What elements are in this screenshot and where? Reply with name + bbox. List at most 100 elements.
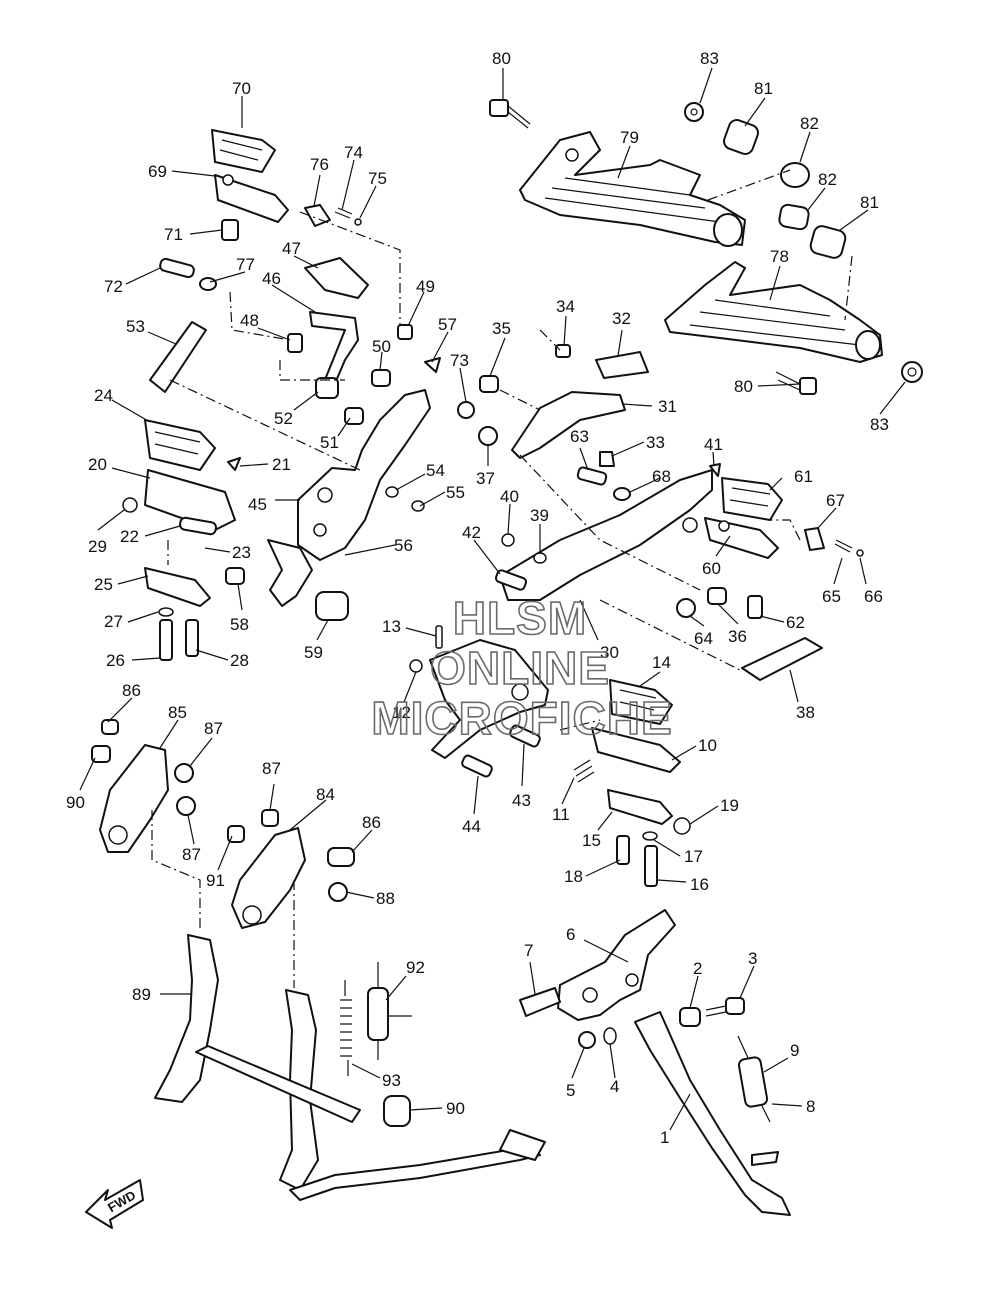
part-bolt-35: [479, 375, 499, 393]
callout-71: 71: [164, 225, 183, 244]
callout-7: 7: [524, 941, 533, 960]
callout-2: 2: [693, 959, 702, 978]
callout-24: 24: [94, 386, 113, 405]
part-rear-bracket-left: [519, 131, 746, 247]
callout-74: 74: [344, 143, 363, 162]
callout-numbers: 1 2 3 4 5 6 7 8 9 10 11 12 13 14 15 16 1…: [66, 49, 889, 1147]
callout-26: 26: [106, 651, 125, 670]
part-plate-25: [144, 567, 211, 607]
part-spring-92: [340, 980, 352, 1076]
callout-29: 29: [88, 537, 107, 556]
callout-79: 79: [620, 128, 639, 147]
callout-22: 22: [120, 527, 139, 546]
callout-87a: 87: [204, 719, 223, 738]
callout-49: 49: [416, 277, 435, 296]
part-plate-47: [304, 257, 369, 299]
callout-19: 19: [720, 796, 739, 815]
callout-15: 15: [582, 831, 601, 850]
part-nut-33: [599, 451, 615, 467]
part-nut-73: [457, 401, 475, 419]
callout-36: 36: [728, 627, 747, 646]
callout-69: 69: [148, 162, 167, 181]
part-rear-bracket-right: [664, 261, 883, 363]
part-footpeg-rider-lower: [591, 679, 691, 835]
part-plate-38: [741, 637, 823, 681]
callout-42: 42: [462, 523, 481, 542]
callout-87c: 87: [182, 845, 201, 864]
callout-92: 93: [382, 1071, 401, 1090]
callout-72: 72: [104, 277, 123, 296]
callout-52: 52: [274, 409, 293, 428]
callout-5: 5: [566, 1081, 575, 1100]
callout-25: 25: [94, 575, 113, 594]
part-bracket-45: [297, 389, 431, 561]
part-bracket-lower: [409, 639, 549, 759]
callout-46: 46: [262, 269, 281, 288]
callout-81b: 81: [860, 193, 879, 212]
callout-70: 70: [232, 79, 251, 98]
callout-76: 76: [310, 155, 329, 174]
part-pin-13: [435, 625, 443, 649]
callout-17: 17: [684, 847, 703, 866]
part-spring-93: [367, 962, 389, 1060]
part-stand-bracket-84: [227, 809, 355, 929]
part-pivot-arm: [267, 539, 313, 607]
callout-66: 66: [864, 587, 883, 606]
callout-82b: 82: [818, 170, 837, 189]
part-stand-bracket-85: [91, 719, 196, 853]
part-collar-59: [315, 591, 349, 621]
part-pin-22: [179, 516, 217, 536]
part-bolt-80-upper: [489, 99, 531, 129]
callout-88: 89: [132, 985, 151, 1004]
callout-16: 16: [690, 875, 709, 894]
watermark-line-2: ONLINE: [430, 642, 610, 694]
part-footpeg-rider-left: [122, 419, 241, 531]
part-cap-41: [709, 463, 721, 477]
callout-63: 63: [570, 427, 589, 446]
callout-77: 77: [236, 255, 255, 274]
part-plate-spring-ball-right: [804, 527, 864, 557]
part-bolt-51: [344, 407, 364, 425]
part-bracket-30: [499, 469, 713, 601]
part-plate-32: [595, 351, 649, 379]
watermark-line-1: HLSM: [453, 592, 587, 644]
callout-91: 92: [406, 958, 425, 977]
part-pin-72: [159, 257, 217, 291]
callout-34: 34: [556, 297, 575, 316]
part-plate-53: [149, 321, 207, 393]
part-bolt-80-lower: [775, 371, 817, 395]
callout-44: 44: [462, 817, 481, 836]
callout-18: 18: [564, 867, 583, 886]
part-rubber-89: [383, 1095, 411, 1127]
part-plate-7: [519, 987, 561, 1017]
callout-47: 47: [282, 239, 301, 258]
callout-60: 60: [702, 559, 721, 578]
part-side-stand-1: [634, 1011, 791, 1216]
callout-13: 13: [382, 617, 401, 636]
callout-82a: 82: [800, 114, 819, 133]
callout-65: 65: [822, 587, 841, 606]
callout-27: 27: [104, 612, 123, 631]
callout-4: 4: [610, 1077, 619, 1096]
callout-56: 56: [394, 536, 413, 555]
callout-67: 67: [826, 491, 845, 510]
callout-90a: 90: [66, 793, 85, 812]
callout-31: 31: [658, 397, 677, 416]
part-spring-9-8: [737, 1035, 771, 1123]
callout-51: 51: [320, 433, 339, 452]
part-nut-64: [676, 598, 696, 618]
callout-11: 11: [552, 805, 570, 824]
part-bracket-31: [511, 391, 626, 459]
part-bolt-43: [509, 724, 541, 748]
part-footpeg-passenger-left: [211, 129, 289, 241]
callout-32: 32: [612, 309, 631, 328]
callout-62: 62: [786, 613, 805, 632]
callout-58: 58: [230, 615, 249, 634]
part-washers-54-55: [385, 486, 425, 512]
callout-50: 50: [372, 337, 391, 356]
callout-43: 43: [512, 791, 531, 810]
part-nut-37: [478, 426, 498, 446]
callout-86a: 86: [122, 681, 141, 700]
part-center-stand-88: [154, 934, 546, 1201]
callout-80b: 80: [734, 377, 753, 396]
